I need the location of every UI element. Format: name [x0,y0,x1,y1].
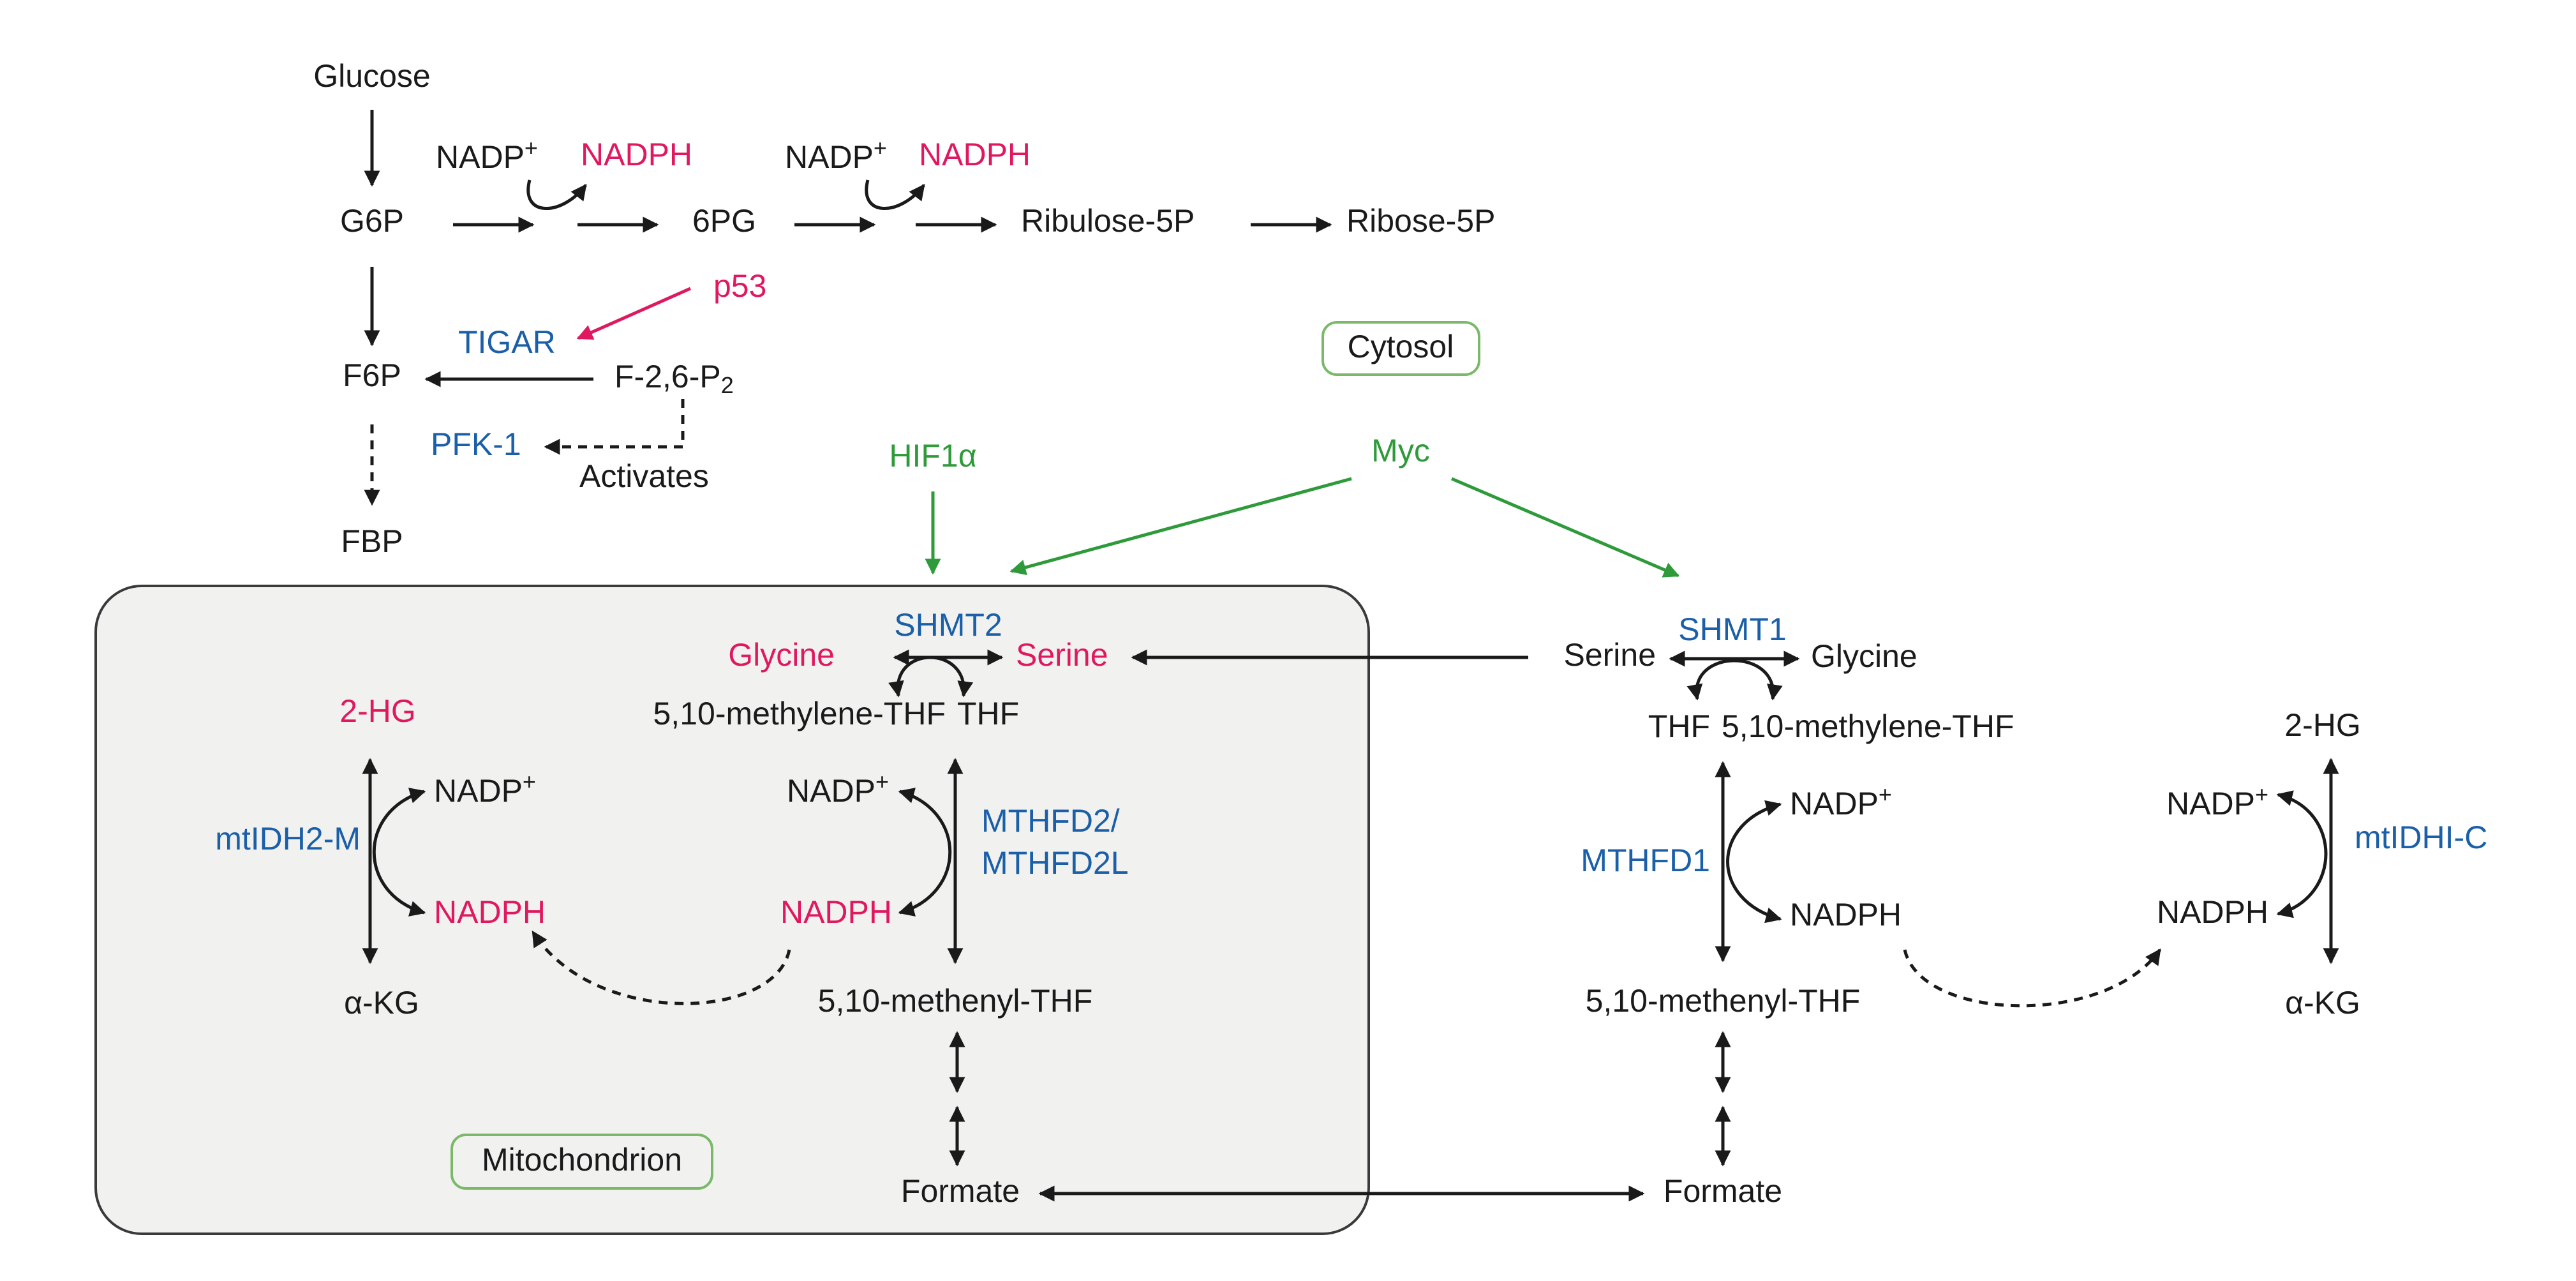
shmt2-cofactor-curve [888,655,974,698]
cyto-methylene-thf-label: 5,10-methylene-THF [1722,708,2014,744]
mthfd2l-label-line2: MTHFD2L [981,845,1129,881]
mito-akg-label: α-KG [344,985,419,1021]
shmt1-cofactor-curve [1686,659,1783,701]
mito-serine-label: Serine [1016,637,1108,673]
hif1a-label: HIF1α [889,438,976,474]
cyto-methenyl-thf-label: 5,10-methenyl-THF [1586,983,1861,1019]
tigar-label: TIGAR [458,324,556,360]
mito-nadp-left-label: NADP+ [434,768,536,809]
activates-label: Activates [579,458,709,494]
cytosolic-folate-cycle: Serine SHMT1 Glycine THF 5,10-methylene-… [1563,611,2487,1209]
myc-to-shmt2-arrow [1009,477,1352,576]
cyto-formate-label: Formate [1664,1173,1782,1209]
mito-nadph-left-label: NADPH [434,894,546,930]
regulators: HIF1α Myc [889,433,1680,578]
cyto-serine-label: Serine [1563,637,1656,673]
g6p-label: G6P [340,203,404,239]
myc-label: Myc [1371,433,1430,468]
mito-methylene-thf-label: 5,10-methylene-THF [653,696,946,731]
fbp-label: FBP [341,523,403,559]
cyto-glycine-label: Glycine [1811,638,1917,674]
mtidhi-c-cofactor-curve [2276,790,2328,918]
nadp-to-nadph-curve-2 [865,179,925,210]
mito-formate-label: Formate [901,1173,1020,1209]
cyto-nadp-label: NADP+ [1790,781,1892,822]
mitochondrion-compartment [94,585,1370,1235]
mito-methenyl-thf-label: 5,10-methenyl-THF [818,983,1093,1019]
f6p-label: F6P [343,357,401,393]
cyto-akg-label: α-KG [2285,985,2360,1021]
shmt1-label: SHMT1 [1678,611,1786,647]
mitochondrion-label-box [450,1134,713,1190]
nadp-cofactor-1: NADP+ [436,135,538,176]
f26p2-label: F-2,6-P2 [614,359,734,398]
mitochondrial-folate-cycle: SHMT2 Glycine Serine 5,10-methylene-THF … [215,607,1128,1209]
nadp-to-nadph-curve-1 [526,179,587,210]
myc-to-shmt1-arrow [1451,477,1680,578]
ribulose-5p-label: Ribulose-5P [1021,203,1195,239]
mitochondrion-label: Mitochondrion [482,1142,682,1178]
cytosol-label-box [1322,321,1480,376]
cyto-nadp-right-label: NADP+ [2166,781,2268,822]
mtidhi-c-label: mtIDHI-C [2355,820,2487,855]
cyto-nadph-label: NADPH [1790,897,1902,933]
mito-nadp-right-label: NADP+ [787,768,889,809]
cyto-thf-label: THF [1648,708,1710,744]
p53-to-tigar-arrow [576,287,692,340]
f26p2-activates-pfk1-dashed-arrow [544,399,685,455]
6pg-label: 6PG [692,203,756,239]
cytosol-label: Cytosol [1348,329,1454,364]
nadph-cofactor-1: NADPH [581,137,692,172]
pfk1-label: PFK-1 [431,426,521,462]
nadp-cofactor-2: NADP+ [785,135,887,176]
mthfd2-cofactor-curve [898,788,952,917]
mthfd1-cofactor-curve [1726,800,1782,924]
mthfd2-label-line1: MTHFD2/ [981,803,1120,839]
nadph-cofactor-2: NADPH [919,137,1031,172]
mito-2hg-label: 2-HG [339,693,415,729]
mito-nadph-right-label: NADPH [780,894,892,930]
shmt2-label: SHMT2 [894,607,1002,643]
mtidh2-cofactor-curve [372,788,426,917]
glycolysis-ppp-section: Glucose G6P NADP+ NADPH 6PG NADP+ NADPH … [313,58,1495,559]
mito-thf-label: THF [957,696,1019,731]
p53-label: p53 [713,268,766,304]
mito-glycine-label: Glycine [728,637,835,673]
cyto-nadph-transfer-dashed-arrow [1903,948,2162,1008]
glucose-label: Glucose [313,58,430,94]
ribose-5p-label: Ribose-5P [1346,203,1495,239]
mthfd1-label: MTHFD1 [1581,843,1710,878]
cyto-2hg-label: 2-HG [2284,707,2360,743]
mtidh2-m-label: mtIDH2-M [215,821,361,857]
cyto-nadph-right-label: NADPH [2157,894,2268,930]
mito-nadph-transfer-dashed-arrow [531,930,791,1005]
